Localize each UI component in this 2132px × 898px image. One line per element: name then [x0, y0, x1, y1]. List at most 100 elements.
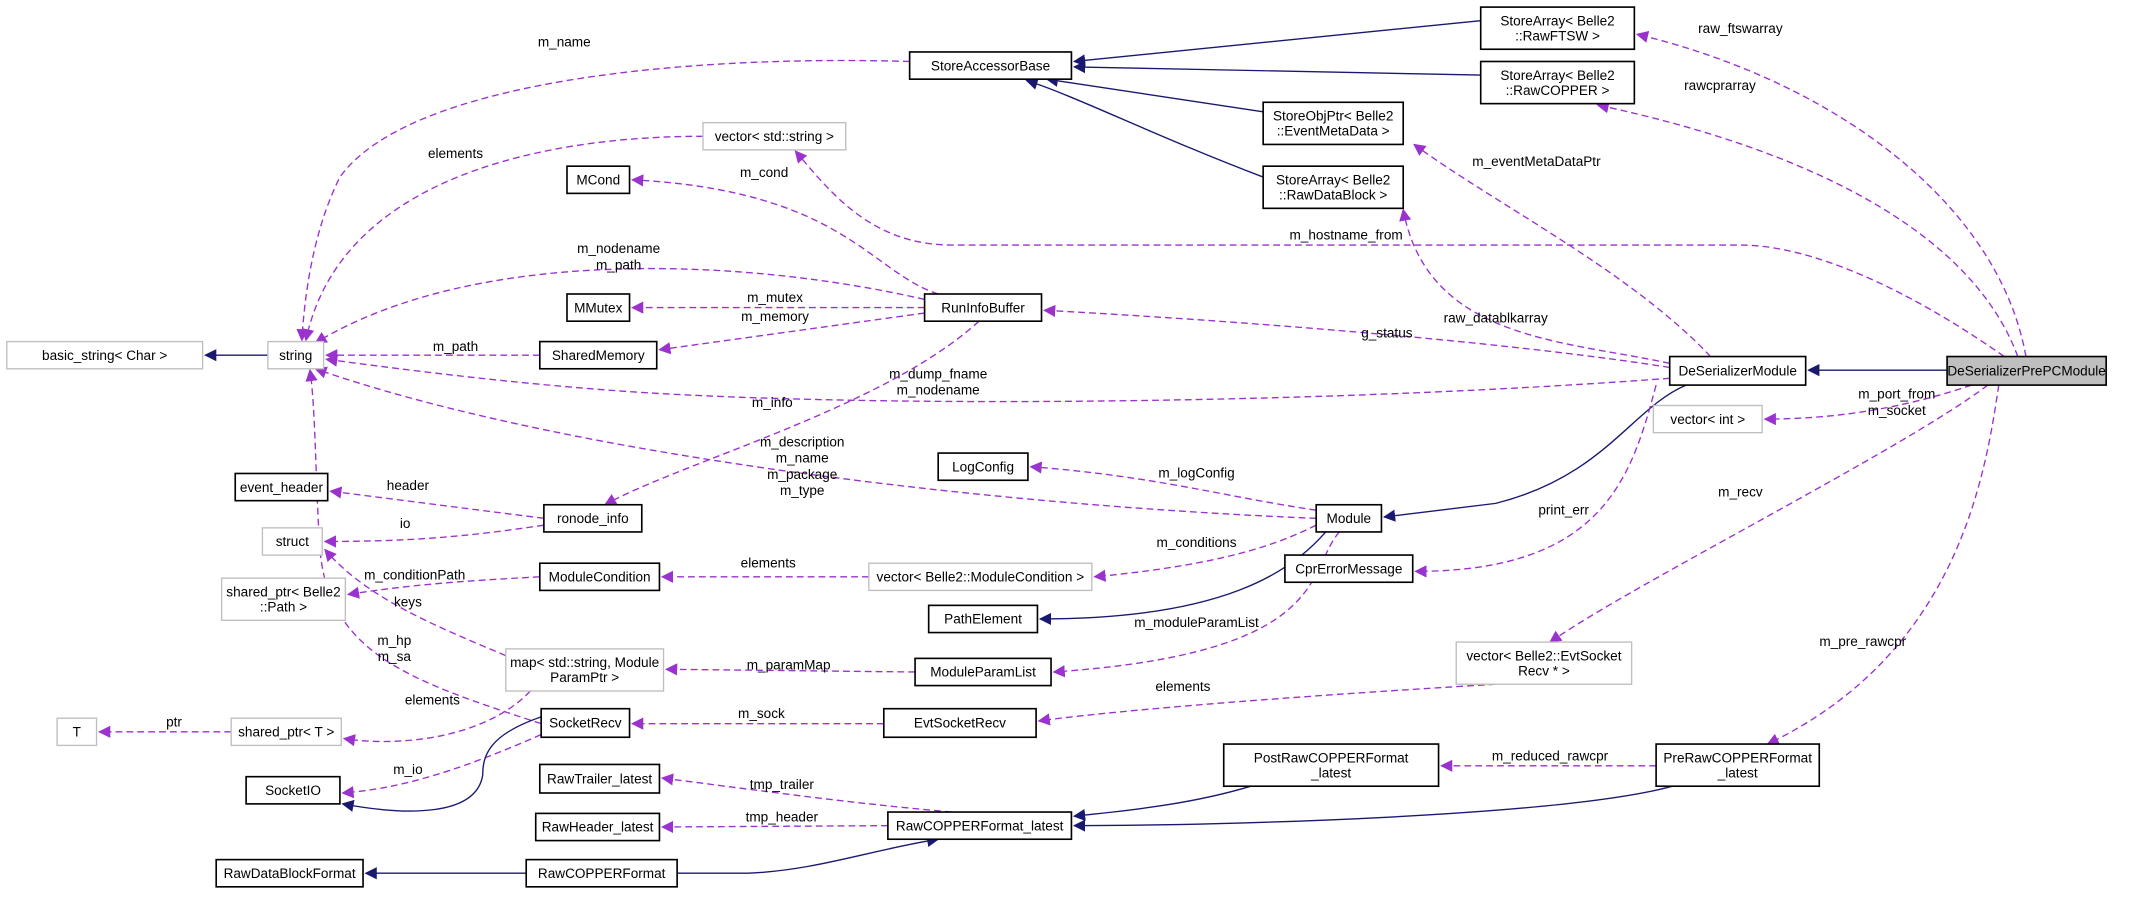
class-node-vecint: vector< int >	[1652, 404, 1763, 434]
node-label: _latest	[1717, 765, 1758, 780]
edge-label: elements	[428, 146, 483, 161]
class-node-pathel[interactable]: PathElement	[927, 604, 1039, 634]
node-label: MMutex	[574, 300, 622, 315]
class-node-post[interactable]: PostRawCOPPERFormat_latest	[1222, 743, 1440, 788]
edge-label: m_eventMetaDataPtr	[1472, 154, 1601, 169]
edge-label: raw_ftswarray	[1698, 21, 1783, 36]
class-node-pre[interactable]: PreRawCOPPERFormat_latest	[1655, 743, 1821, 788]
edge-label: m_hp	[377, 633, 411, 648]
edge-label: m_package	[767, 467, 837, 482]
class-node-rcf[interactable]: RawCOPPERFormat	[525, 858, 678, 888]
edge-label: m_reduced_rawcpr	[1492, 748, 1609, 763]
class-node-rib[interactable]: RunInfoBuffer	[923, 293, 1043, 323]
node-label: CprErrorMessage	[1295, 561, 1402, 576]
edge-label: m_nodename	[577, 241, 660, 256]
usage-edge-rib-to-string	[314, 267, 925, 344]
node-box	[245, 775, 341, 805]
node-box	[230, 717, 342, 747]
usage-edge-vecstr-to-string	[302, 135, 703, 342]
edge-label: m_conditionPath	[364, 568, 465, 583]
class-node-rhdr[interactable]: RawHeader_latest	[534, 812, 661, 842]
usage-edge-ronode-to-struct	[323, 524, 544, 548]
usage-edge-modcond-to-spath	[346, 576, 540, 599]
edge-label: elements	[1155, 679, 1210, 694]
node-label: vector< int >	[1670, 412, 1745, 427]
class-node-rawcopper[interactable]: StoreArray< Belle2::RawCOPPER >	[1479, 60, 1636, 105]
edge-label: m_logConfig	[1158, 466, 1234, 481]
class-node-rdb[interactable]: StoreArray< Belle2::RawDataBlock >	[1262, 165, 1405, 210]
class-node-esr[interactable]: EvtSocketRecv	[882, 707, 1037, 739]
node-box	[215, 858, 364, 888]
edge-label: raw_datablkarray	[1444, 311, 1548, 326]
node-label: struct	[276, 534, 309, 549]
edge-label: m_port_from	[1858, 387, 1935, 402]
node-box	[56, 717, 98, 747]
class-node-mcond[interactable]: MCond	[566, 165, 631, 195]
node-label: ModuleCondition	[549, 570, 651, 585]
inheritance-edge-pre-to-rcfl	[1072, 785, 1673, 832]
node-box	[525, 858, 678, 888]
edge-label: m_path	[596, 258, 641, 273]
class-node-mmutex[interactable]: MMutex	[566, 293, 631, 323]
edge-label: tmp_trailer	[750, 777, 815, 792]
node-box	[538, 763, 661, 794]
node-label: RawHeader_latest	[542, 820, 654, 835]
node-label: SocketIO	[265, 783, 321, 798]
inheritance-edge-rcf-to-rcfl	[677, 834, 940, 874]
node-label: Module	[1327, 511, 1372, 526]
edge-label: rawcprarray	[1684, 78, 1756, 93]
node-box	[702, 121, 847, 151]
usage-edge-prepc-to-vecesr	[1549, 384, 1989, 643]
class-node-modcond[interactable]: ModuleCondition	[538, 562, 661, 592]
node-label: EvtSocketRecv	[914, 716, 1006, 731]
inheritance-edge-ftsw-to-sab	[1072, 20, 1481, 67]
usage-edge-srecv-to-string	[305, 368, 542, 725]
edge-label: m_hostname_from	[1289, 228, 1402, 243]
node-box	[1262, 165, 1405, 210]
inheritance-edge-module-to-pathel	[1038, 531, 1327, 626]
class-node-emd[interactable]: StoreObjPtr< Belle2::EventMetaData >	[1262, 101, 1405, 146]
node-label: PathElement	[944, 612, 1022, 627]
node-label: ::Path >	[260, 599, 307, 614]
usage-edge-prepc-to-vecint	[1763, 384, 1972, 426]
edges-layer: raw_ftswarrayrawcprarraym_hostname_fromm…	[98, 20, 2027, 880]
class-node-deser[interactable]: DeSerializerModule	[1668, 355, 1807, 386]
node-box	[1652, 404, 1763, 434]
class-node-rdbf[interactable]: RawDataBlockFormat	[215, 858, 364, 888]
class-node-module[interactable]: Module	[1315, 503, 1383, 533]
usage-edge-rib-to-mcond	[631, 174, 939, 295]
node-box	[1479, 60, 1636, 105]
inheritance-edge-post-to-rcfl	[1072, 785, 1252, 822]
class-node-evhdr[interactable]: event_header	[234, 472, 329, 502]
class-node-rcfl[interactable]: RawCOPPERFormat_latest	[887, 811, 1073, 841]
node-label: PostRawCOPPERFormat	[1254, 750, 1409, 765]
class-node-sab[interactable]: StoreAccessorBase	[908, 51, 1073, 80]
class-node-sio[interactable]: SocketIO	[245, 775, 341, 805]
usage-edge-rcfl-to-rtrl	[660, 773, 952, 813]
class-node-rtrl[interactable]: RawTrailer_latest	[538, 763, 661, 794]
usage-edge-deser-to-rib	[1043, 304, 1670, 369]
class-node-ronode[interactable]: ronode_info	[543, 503, 643, 533]
edge-label: m_path	[433, 339, 478, 354]
edge-label: m_sock	[738, 706, 785, 721]
node-label: vector< Belle2::EvtSocket	[1466, 648, 1621, 663]
class-node-cpr[interactable]: CprErrorMessage	[1284, 554, 1414, 584]
node-label: T	[73, 725, 81, 740]
node-label: RawTrailer_latest	[547, 771, 652, 786]
class-node-logconfig[interactable]: LogConfig	[937, 452, 1029, 482]
node-label: ronode_info	[557, 511, 629, 526]
usage-edge-module-to-vecmc	[1093, 524, 1317, 582]
node-box	[505, 648, 665, 692]
node-box	[1315, 503, 1383, 533]
inheritance-edge-deser-to-module	[1382, 384, 1687, 522]
node-label: StoreAccessorBase	[931, 58, 1050, 73]
class-node-mpl[interactable]: ModuleParamList	[914, 657, 1052, 687]
class-node-prepc[interactable]: DeSerializerPrePCModule	[1946, 355, 2107, 386]
edge-label: ptr	[166, 714, 182, 729]
class-node-vecstr: vector< std::string >	[702, 121, 847, 151]
class-node-shm[interactable]: SharedMemory	[538, 340, 658, 370]
node-box	[914, 657, 1052, 687]
edge-label: m_name	[538, 35, 591, 50]
class-node-srecv[interactable]: SocketRecv	[540, 707, 631, 739]
class-node-ftsw[interactable]: StoreArray< Belle2::RawFTSW >	[1479, 6, 1636, 51]
